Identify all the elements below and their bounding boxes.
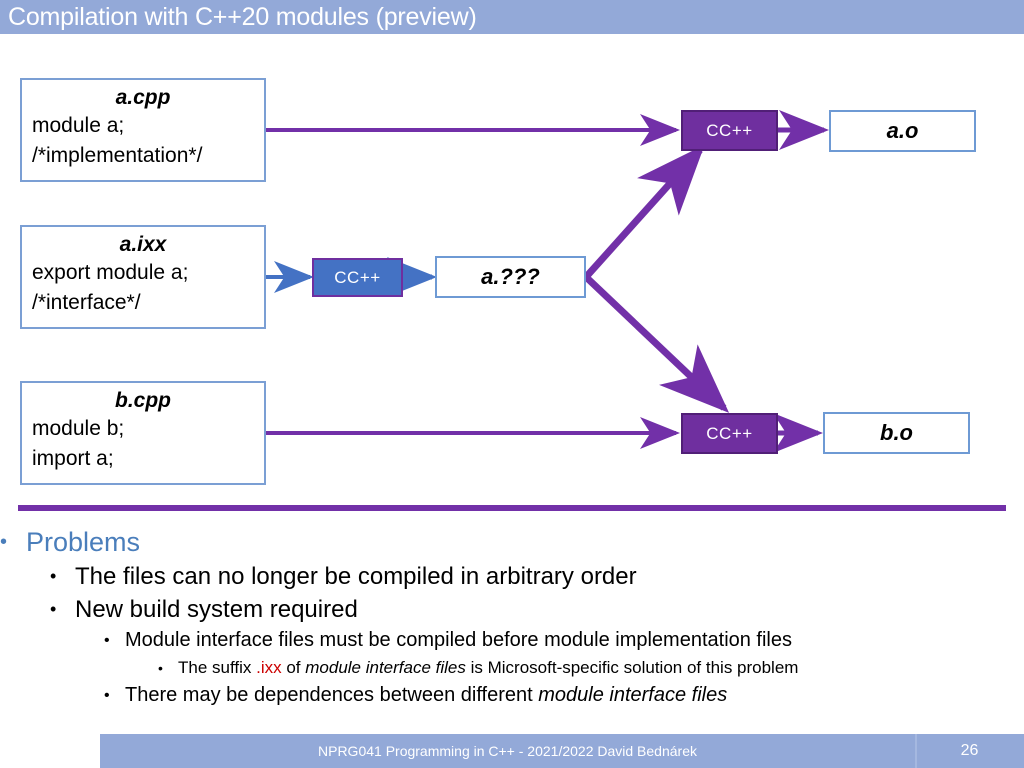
footer-divider: [915, 734, 917, 768]
bullet-ixx-suffix-text: The suffix .ixx of module interface file…: [178, 655, 798, 681]
bullet-dependences: • There may be dependences between diffe…: [0, 681, 1024, 710]
compiler-box-top: CC++: [681, 110, 778, 151]
source-box-a-ixx-line2: /*interface*/: [32, 291, 141, 314]
section-divider-rule: [18, 505, 1006, 511]
bullet-dot-icon: •: [104, 632, 110, 649]
compiler-box-top-label: CC++: [706, 120, 753, 140]
bullet-ixx-suffix: • The suffix .ixx of module interface fi…: [0, 655, 1024, 681]
ixx-suffix-highlight: .ixx: [256, 658, 282, 677]
bullet-interface-before-implementation-label: Module interface files must be compiled …: [125, 629, 793, 651]
arrow-aquestion-to-compiler1: [583, 144, 705, 280]
compilation-flow-diagram: a.cpp module a; /*implementation*/ a.ixx…: [18, 78, 1006, 511]
artifact-box-a-o-label: a.o: [886, 118, 919, 143]
ixx-suffix-italic: module interface files: [305, 658, 466, 677]
compiler-box-middle-label: CC++: [334, 267, 381, 287]
bullet-problems: • Problems: [0, 524, 1024, 560]
source-box-b-cpp-line2: import a;: [32, 447, 114, 470]
diagram-arrows: [266, 110, 829, 453]
artifact-box-a-unknown: a.???: [435, 256, 586, 298]
arrow-aquestion-to-compiler3: [583, 274, 730, 413]
bullet-dependences-text: There may be dependences between differe…: [125, 681, 727, 710]
dependences-italic: module interface files: [538, 684, 728, 706]
footer-course-label: NPRG041 Programming in C++ - 2021/2022 D…: [318, 743, 697, 759]
artifact-box-b-o-label: b.o: [880, 420, 913, 445]
page-title: Compilation with C++20 modules (preview): [8, 3, 477, 31]
footer-bar: [100, 734, 1024, 768]
bullet-problems-label: Problems: [26, 527, 141, 557]
bullet-new-build-system-label: New build system required: [75, 596, 358, 623]
compiler-box-bottom-label: CC++: [706, 423, 753, 443]
bullet-dot-icon: •: [50, 599, 57, 619]
bullet-list: • Problems • The files can no longer be …: [0, 524, 1024, 710]
ixx-suffix-post: is Microsoft-specific solution of this p…: [465, 658, 799, 677]
artifact-box-b-o: b.o: [823, 412, 970, 454]
bullet-dot-icon: •: [158, 660, 163, 676]
bullet-interface-before-implementation: • Module interface files must be compile…: [0, 626, 1024, 655]
source-box-a-ixx-line1: export module a;: [32, 261, 189, 284]
bullet-arbitrary-order-label: The files can no longer be compiled in a…: [75, 563, 637, 590]
source-box-a-cpp: a.cpp module a; /*implementation*/: [20, 78, 266, 182]
source-box-a-cpp-line1: module a;: [32, 114, 125, 137]
artifact-box-a-o: a.o: [829, 110, 976, 152]
footer-page-number: 26: [960, 742, 979, 759]
source-box-b-cpp-line1: module b;: [32, 417, 125, 440]
artifact-box-a-unknown-label: a.???: [481, 264, 540, 289]
source-box-a-cpp-line2: /*implementation*/: [32, 144, 203, 167]
bullet-dot-icon: •: [50, 566, 57, 586]
bullet-dot-icon: •: [104, 687, 110, 704]
compiler-box-middle: CC++: [312, 258, 403, 297]
ixx-suffix-mid: of: [281, 658, 306, 677]
slide-title-bar: [0, 0, 1024, 34]
bullet-new-build-system: • New build system required: [0, 593, 1024, 626]
dependences-pre: There may be dependences between differe…: [125, 684, 539, 706]
source-box-a-ixx: a.ixx export module a; /*interface*/: [20, 225, 266, 329]
ixx-suffix-pre: The suffix: [178, 658, 257, 677]
source-box-a-ixx-name: a.ixx: [119, 233, 167, 256]
source-box-b-cpp: b.cpp module b; import a;: [20, 381, 266, 485]
bullet-arbitrary-order: • The files can no longer be compiled in…: [0, 560, 1024, 593]
bullet-dot-icon: •: [0, 531, 8, 553]
source-box-a-cpp-name: a.cpp: [115, 86, 171, 109]
source-box-b-cpp-name: b.cpp: [115, 389, 171, 412]
compiler-box-bottom: CC++: [681, 413, 778, 454]
